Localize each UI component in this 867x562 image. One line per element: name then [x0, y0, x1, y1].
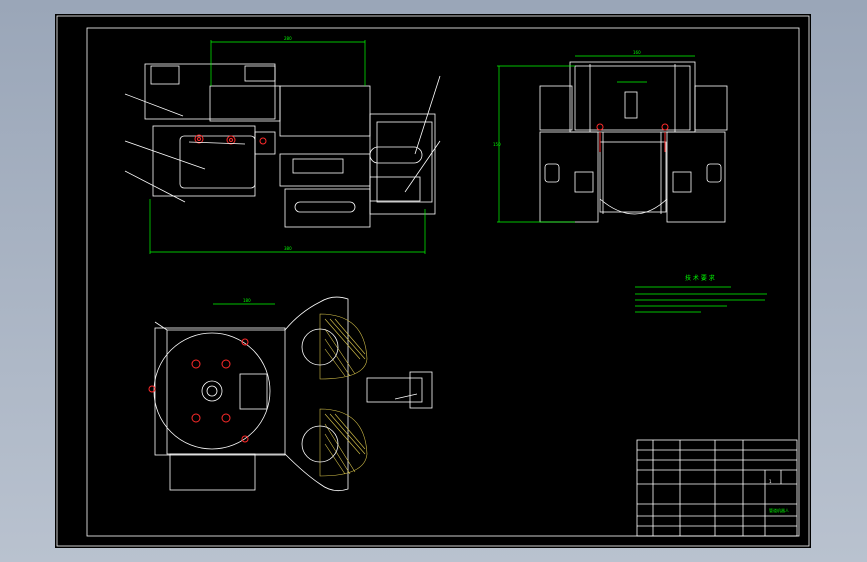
inner-border — [86, 27, 800, 537]
cad-drawing: 280 380 — [56, 15, 810, 547]
outer-frame — [56, 15, 810, 547]
dim-right-top: 160 — [633, 50, 641, 55]
sheet-number: 1 — [769, 479, 772, 484]
dim-plan-width: 180 — [243, 298, 251, 303]
dim-bottom-width: 380 — [284, 246, 292, 251]
title-block: 管道机器人 1 — [636, 439, 798, 537]
front-view: 280 380 — [124, 36, 441, 254]
drawing-sheet: 280 380 — [55, 14, 811, 548]
dim-top-width: 280 — [284, 36, 292, 41]
tech-requirements: 技 术 要 求 — [635, 274, 767, 313]
tech-req-title: 技 术 要 求 — [685, 274, 715, 282]
dim-right-height: 150 — [493, 142, 501, 147]
plan-view: 180 — [148, 296, 433, 492]
side-view: 150 160 — [493, 50, 728, 223]
title-name: 管道机器人 — [769, 507, 789, 513]
